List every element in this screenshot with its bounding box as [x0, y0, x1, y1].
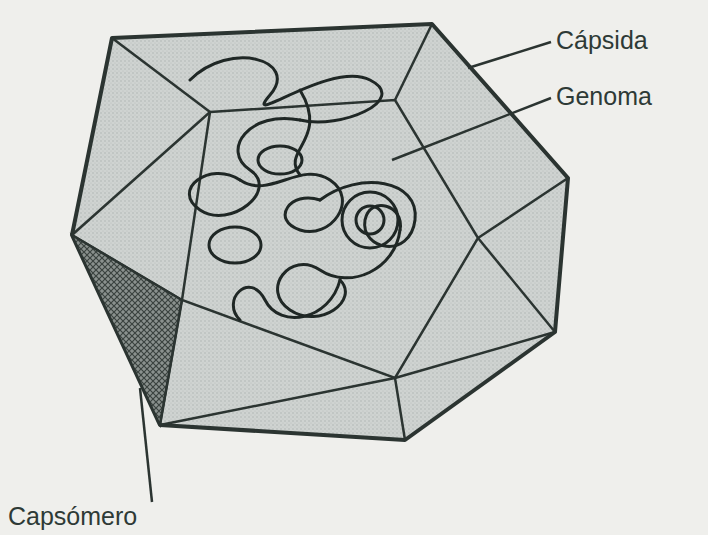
part-label: Cápsida — [556, 27, 648, 55]
capsid-faces — [72, 24, 568, 440]
capsomere-face — [72, 235, 182, 425]
part-label: Capsómero — [8, 503, 137, 531]
capsid-outline — [72, 24, 568, 440]
part-label: Genoma — [556, 83, 652, 111]
leader-line — [140, 42, 551, 502]
genome-coil — [189, 58, 415, 320]
